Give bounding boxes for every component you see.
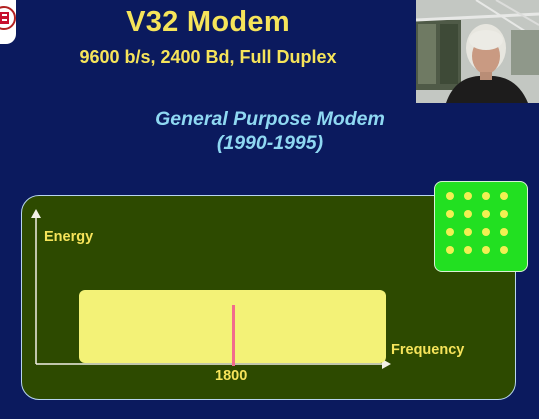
constellation-point <box>446 228 454 236</box>
constellation-point <box>500 228 508 236</box>
constellation-point <box>482 210 490 218</box>
university-logo <box>0 0 16 44</box>
constellation-point <box>446 246 454 254</box>
constellation-point <box>464 192 472 200</box>
constellation-point <box>464 228 472 236</box>
constellation-point <box>482 228 490 236</box>
axes <box>31 209 391 369</box>
constellation-point <box>482 192 490 200</box>
webcam-video <box>416 0 539 103</box>
constellation-point <box>482 246 490 254</box>
slide-subtitle: 9600 b/s, 2400 Bd, Full Duplex <box>79 47 337 67</box>
constellation-point <box>500 246 508 254</box>
constellation-point <box>500 192 508 200</box>
carrier-frequency-label: 1800 <box>215 368 248 384</box>
y-axis-label: Energy <box>44 229 94 245</box>
x-axis-arrow <box>382 359 391 369</box>
constellation-point <box>446 192 454 200</box>
heading-line-1: General Purpose Modem <box>155 108 385 130</box>
slide-title: V32 Modem <box>126 6 290 38</box>
constellation-point <box>464 210 472 218</box>
constellation-point <box>464 246 472 254</box>
y-axis-arrow <box>31 209 41 218</box>
x-axis-label: Frequency <box>391 342 465 358</box>
spectrum-panel: Energy Frequency 1800 <box>21 195 516 400</box>
constellation-point <box>500 210 508 218</box>
heading-line-2: (1990-1995) <box>216 132 324 154</box>
carrier-line <box>232 305 235 366</box>
constellation-diagram <box>434 181 528 272</box>
constellation-point <box>446 210 454 218</box>
